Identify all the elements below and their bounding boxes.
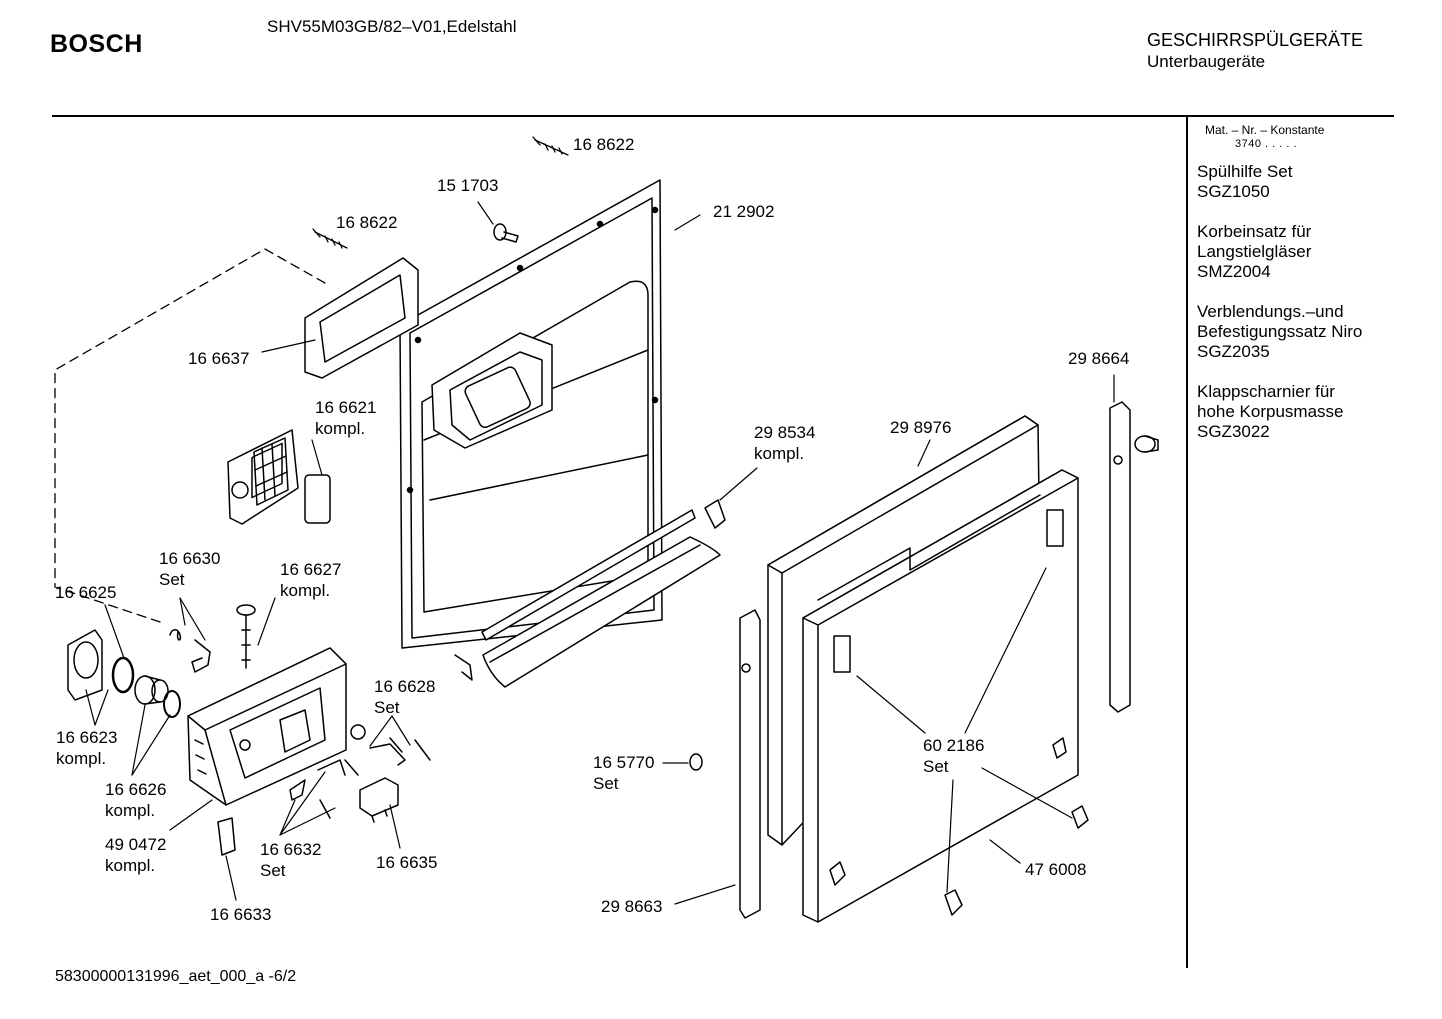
accessory-item: Spülhilfe Set SGZ1050 xyxy=(1197,162,1293,201)
header-divider xyxy=(52,115,1394,117)
screw-top xyxy=(532,136,569,156)
accessory-item: Korbeinsatz für Langstielgläser SMZ2004 xyxy=(1197,222,1312,281)
part-label: 16 8622 xyxy=(336,213,398,232)
part-label: 16 8622 xyxy=(573,135,635,154)
part-label: 29 8664 xyxy=(1068,349,1130,368)
part-label: 29 8976 xyxy=(890,418,952,437)
part-label: 16 6633 xyxy=(210,905,272,924)
seal-ring xyxy=(111,656,135,694)
part-label: 29 8663 xyxy=(601,897,663,916)
plunger-assembly xyxy=(236,604,256,669)
leader-lines xyxy=(85,201,1115,905)
clip-part xyxy=(217,817,236,856)
mat-number-title: Mat. – Nr. – Konstante xyxy=(1205,123,1325,137)
cover-plate xyxy=(304,474,331,524)
dispenser-cap xyxy=(67,629,103,701)
switch-block xyxy=(359,777,399,823)
hinge-plate-right xyxy=(1071,805,1089,829)
part-label: 16 6625 xyxy=(55,583,117,602)
pin-set xyxy=(289,759,359,819)
model-title: SHV55M03GB/82–V01,Edelstahl xyxy=(267,17,517,36)
part-label: 16 6635 xyxy=(376,853,438,872)
hinge-plate-bottom xyxy=(944,889,963,916)
nozzle-cylinder xyxy=(134,675,169,705)
dispenser-cover xyxy=(227,429,299,525)
accessory-item: Verblendungs.–und Befestigungssatz Niro … xyxy=(1197,302,1363,361)
spring-set xyxy=(169,629,211,673)
bumper-part xyxy=(689,753,703,771)
assembly-dashed-line xyxy=(54,248,326,623)
accessory-item: Klappscharnier für hohe Korpusmasse SGZ3… xyxy=(1197,382,1344,441)
subcategory-title: Unterbaugeräte xyxy=(1147,52,1266,71)
dispenser-body xyxy=(187,647,347,806)
sidebar-divider xyxy=(1186,116,1188,968)
part-label: 47 6008 xyxy=(1025,860,1087,879)
category-title: GESCHIRRSPÜLGERÄTE xyxy=(1147,30,1364,50)
part-label: 15 1703 xyxy=(437,176,499,195)
latch-set xyxy=(350,724,431,766)
decor-panel xyxy=(802,469,1079,923)
hinge-bracket xyxy=(704,499,726,529)
gasket-frame xyxy=(304,257,419,379)
part-label: 21 2902 xyxy=(713,202,775,221)
o-ring xyxy=(163,690,181,718)
screw-left xyxy=(312,228,348,249)
side-rail-right xyxy=(1109,401,1131,713)
side-rail-left xyxy=(739,609,761,919)
part-label: 16 6637 xyxy=(188,349,250,368)
bottom-trim-rail xyxy=(454,509,721,688)
brand-logo: BOSCH xyxy=(50,30,143,58)
document-id: 58300000131996_aet_000_a -6/2 xyxy=(55,968,297,985)
bolt-small xyxy=(493,223,519,243)
knob-part xyxy=(1134,435,1159,453)
mat-number-value: 3740 . . . . . xyxy=(1235,138,1298,150)
inner-door-panel xyxy=(399,179,663,649)
